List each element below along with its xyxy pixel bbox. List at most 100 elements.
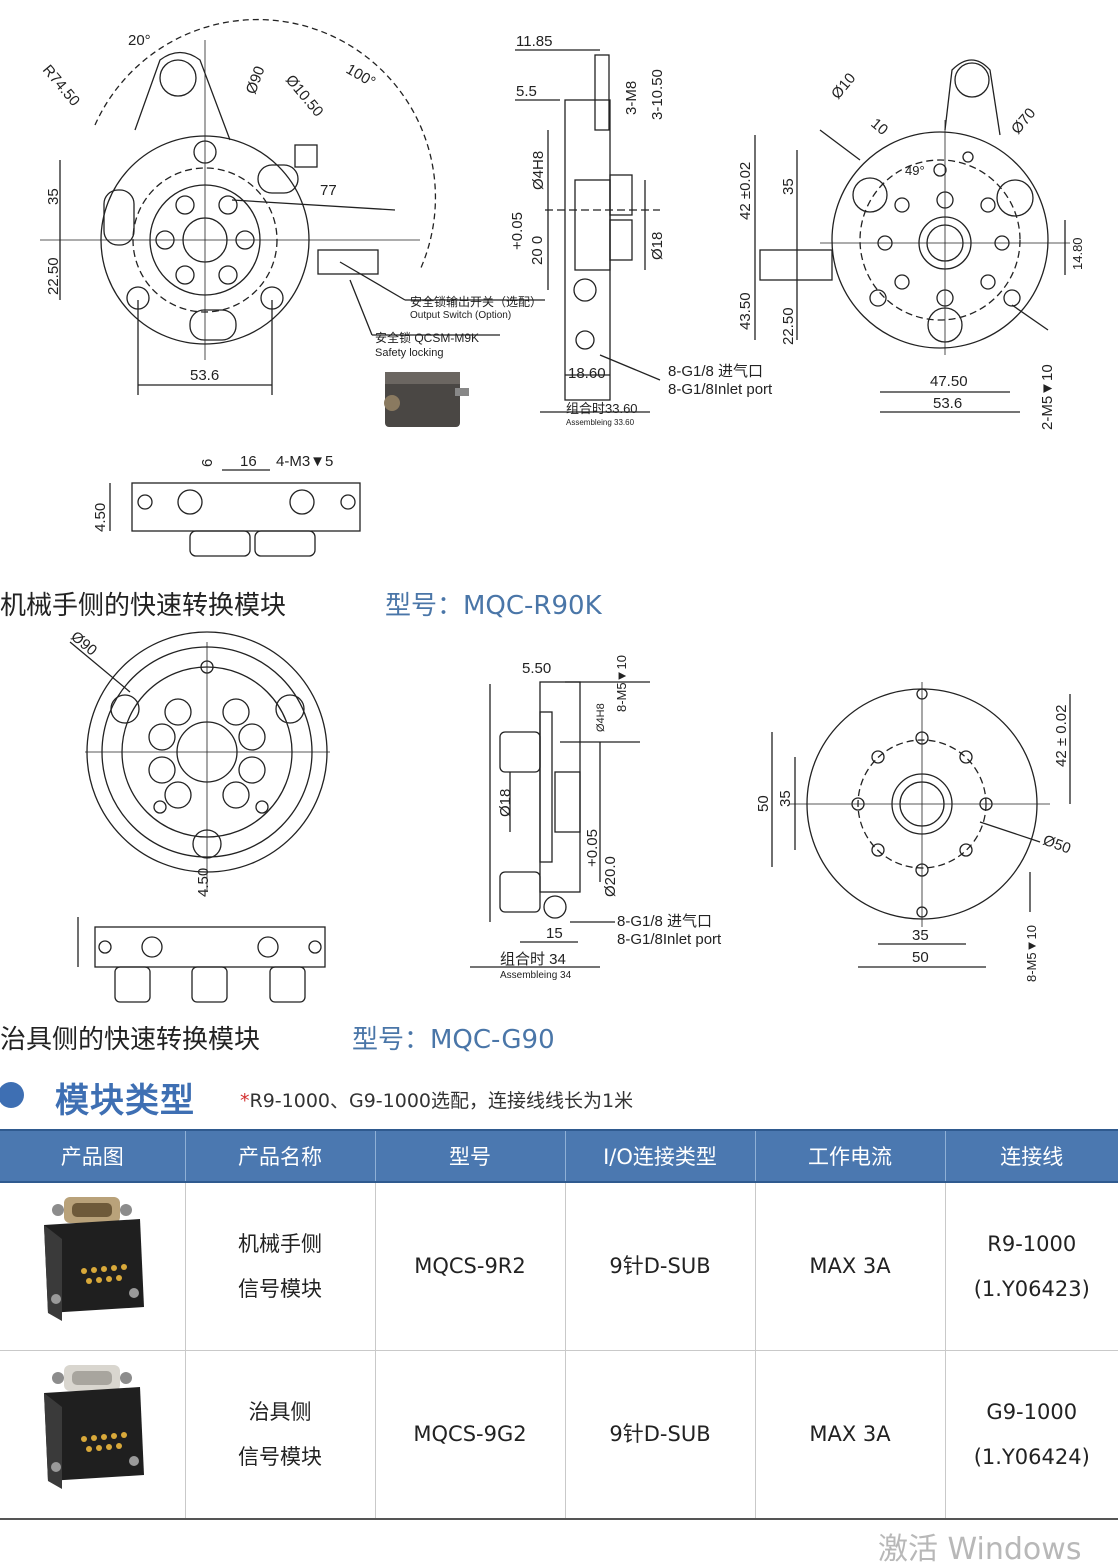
dim-536r: 53.6 (933, 395, 962, 412)
lock-label-en: Safety locking (375, 347, 443, 359)
dim-35r: 35 (780, 178, 797, 195)
product-image-cell (0, 1350, 186, 1520)
dim-m5-rear: 8-M5▼10 (1024, 925, 1039, 982)
dim-d70: Ø70 (1008, 105, 1039, 138)
inlet-en: 8-G1/8Inlet port (668, 381, 773, 398)
current-cell: MAX 3A (755, 1350, 946, 1520)
current-cell: MAX 3A (755, 1182, 946, 1351)
dsub-female-module-image (44, 1364, 145, 1489)
dim-1860: 18.60 (568, 365, 606, 382)
header-cable: 连接线 (945, 1129, 1118, 1183)
dim-450: 4.50 (92, 503, 109, 532)
header-model: 型号 (375, 1129, 566, 1183)
caption-tool-model: 型号：MQC-G90 (352, 1025, 555, 1055)
assembly-cn: 组合时33.60 (566, 401, 638, 416)
dim-v35: 35 (777, 790, 794, 807)
note-text: R9-1000、G9-1000选配，连接线线长为1米 (249, 1090, 634, 1112)
dim-r74: R74.50 (39, 62, 83, 110)
dim-10: 10 (867, 115, 891, 139)
switch-label-cn: 安全锁输出开关（选配） (410, 294, 542, 309)
assembly-en-b: Assembleing 34 (500, 970, 572, 981)
dim-m1050: 3-10.50 (649, 69, 666, 120)
dim-p200: 20 0 (529, 236, 546, 265)
io-type-cell: 9针D-SUB (565, 1350, 756, 1520)
assembly-cn-b: 组合时 34 (500, 951, 566, 968)
header-product-name: 产品名称 (185, 1129, 376, 1183)
dim-a100: 100° (343, 61, 378, 91)
model-cell: MQCS-9R2 (375, 1182, 566, 1351)
caption-tool-title: 治具侧的快速转换模块 (0, 1025, 261, 1055)
table-row: 治具侧 信号模块 MQCS-9G2 9针D-SUB MAX 3A G9-1000… (0, 1350, 1118, 1520)
lock-label-cn: 安全锁 QCSM-M9K (375, 330, 479, 345)
dim-p005: +0.05 (509, 212, 526, 250)
model-cell: MQCS-9G2 (375, 1350, 566, 1520)
dim-v50: 50 (755, 795, 772, 812)
dim-d18: Ø18 (649, 232, 666, 260)
table-header-row: 产品图 产品名称 型号 I/O连接类型 工作电流 连接线 (0, 1129, 1118, 1183)
table-row: 机械手侧 信号模块 MQCS-9R2 9针D-SUB MAX 3A R9-100… (0, 1182, 1118, 1351)
section-title: 模块类型 (55, 1081, 195, 1121)
module-type-table: 产品图 产品名称 型号 I/O连接类型 工作电流 连接线 (0, 1129, 1118, 1520)
dim-d1050: Ø10.50 (282, 72, 327, 121)
dim-550: 5.50 (522, 660, 551, 677)
header-io-type: I/O连接类型 (565, 1129, 756, 1183)
dim-d4h8b: Ø4H8 (595, 703, 607, 732)
dim-42: 42 ±0.02 (737, 162, 754, 220)
product-name-line2: 信号模块 (238, 1276, 322, 1301)
dim-536: 53.6 (190, 367, 219, 384)
dim-m5: 2-M5▼10 (1039, 364, 1056, 430)
product-image-cell (0, 1182, 186, 1351)
assembly-en: Assembleing 33.60 (566, 418, 635, 427)
dim-2250: 22.50 (45, 257, 62, 295)
section-bullet-icon (0, 1082, 24, 1108)
product-name-line1: 机械手侧 (238, 1231, 322, 1256)
dim-35: 35 (45, 188, 62, 205)
cable-code: G9-1000 (986, 1399, 1078, 1424)
caption-robot-model: 型号：MQC-R90K (385, 591, 602, 621)
swing-arc (94, 18, 437, 271)
product-name-cell: 机械手侧 信号模块 (185, 1182, 376, 1351)
inlet-cn-b: 8-G1/8 进气口 (617, 913, 712, 930)
dim-6: 6 (199, 459, 216, 467)
cable-cell: R9-1000 (1.Y06423) (945, 1182, 1118, 1351)
header-current: 工作电流 (755, 1129, 946, 1183)
inlet-cn: 8-G1/8 进气口 (668, 363, 763, 380)
dim-4750: 47.50 (930, 373, 968, 390)
dim-d90b: Ø90 (67, 628, 100, 659)
dim-d20: Ø20.0 (602, 856, 619, 897)
dim-w50: 50 (912, 949, 929, 966)
io-type-cell: 9针D-SUB (565, 1182, 756, 1351)
product-name-cell: 治具侧 信号模块 (185, 1350, 376, 1520)
section-note: *R9-1000、G9-1000选配，连接线线长为1米 (240, 1086, 633, 1113)
dim-16: 16 (240, 453, 257, 470)
cable-code: R9-1000 (987, 1231, 1077, 1256)
dim-1185: 11.85 (516, 33, 552, 50)
dim-d10: Ø10 (828, 70, 859, 103)
cable-part-no: (1.Y06424) (973, 1444, 1090, 1469)
dim-a20: 20° (128, 32, 151, 49)
dim-55: 5.5 (516, 83, 537, 100)
safety-lock-photo (384, 372, 469, 427)
switch-label-en: Output Switch (Option) (410, 310, 511, 321)
dim-42b: 42 ± 0.02 (1053, 705, 1070, 767)
dim-m8: 3-M8 (623, 81, 640, 115)
header-product-image: 产品图 (0, 1129, 186, 1183)
dim-15: 15 (546, 925, 563, 942)
dim-4350: 43.50 (737, 292, 754, 330)
dim-w35: 35 (912, 927, 929, 944)
windows-activation-watermark: 激活 Windows (878, 1532, 1082, 1567)
caption-robot-title: 机械手侧的快速转换模块 (0, 591, 287, 621)
dim-77: 77 (320, 182, 337, 199)
product-name-line1: 治具侧 (248, 1399, 312, 1424)
cable-cell: G9-1000 (1.Y06424) (945, 1350, 1118, 1520)
dim-d50: Ø50 (1041, 832, 1073, 858)
cable-part-no: (1.Y06423) (973, 1276, 1090, 1301)
dim-d18b: Ø18 (497, 789, 514, 817)
note-asterisk: * (240, 1090, 250, 1112)
dim-450b: 4.50 (195, 868, 212, 897)
dim-d90: Ø90 (243, 64, 269, 96)
product-name-line2: 信号模块 (238, 1444, 322, 1469)
dim-p005b: +0.05 (584, 829, 601, 867)
dim-1480: 14.80 (1070, 237, 1085, 270)
drawing-tool-side: Ø90 4.50 5.50 8-M5▼10 Ø4H8 Ø18 +0.05 Ø20… (67, 628, 1073, 1003)
